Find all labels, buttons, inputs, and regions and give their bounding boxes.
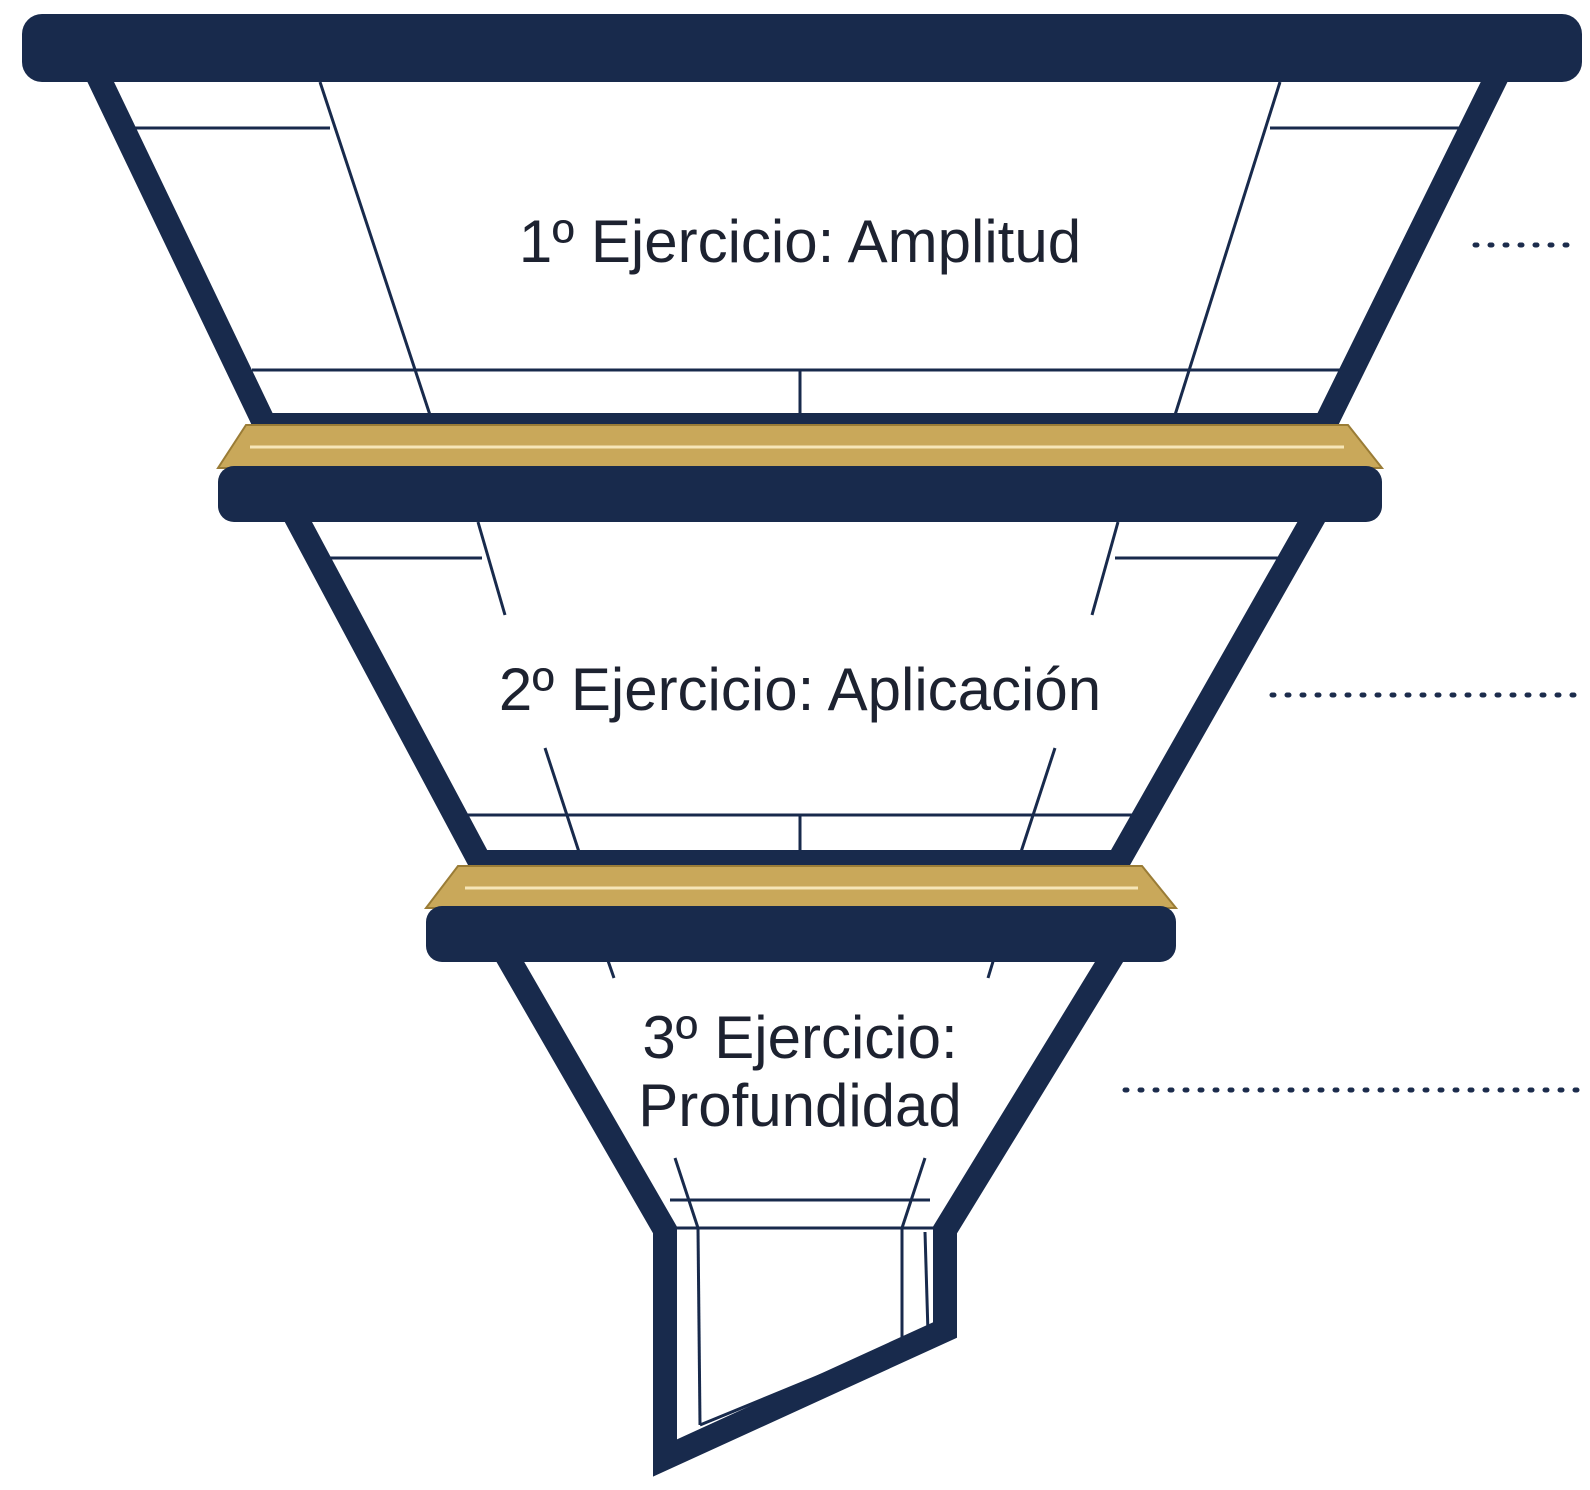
stage-2-inner-line (1018, 747, 1057, 856)
ring-1 (216, 424, 1385, 522)
stage-3-inner-line (673, 1157, 700, 1229)
top-rim-bar (22, 14, 1582, 82)
ring-2 (423, 865, 1179, 962)
stage-3-inner-line (699, 1340, 903, 1427)
stage-3-inner-line (900, 1157, 927, 1229)
stage-2-inner-line (543, 747, 582, 856)
stage-1-inner-line (1173, 81, 1282, 416)
stage-2-inner-line (476, 521, 507, 616)
stage-3-inner-line (696, 1227, 702, 1426)
stage-1-inner-line (318, 81, 432, 416)
stage-2-label: 2º Ejercicio: Aplicación (499, 656, 1101, 723)
ring-1-navy-band (218, 466, 1382, 522)
ring-2-navy-band (426, 906, 1176, 962)
stage-2-section: 2º Ejercicio: Aplicación (271, 498, 1339, 874)
stage-2-inner-line (1090, 521, 1120, 616)
stage-3-inner-line (923, 1231, 930, 1334)
stage-3-label-line2: Profundidad (638, 1072, 962, 1139)
stage-1-label: 1º Ejercicio: Amplitud (519, 208, 1081, 275)
stage-3-section: 3º Ejercicio: Profundidad (479, 932, 1142, 1477)
stage-3-label-line1: 3º Ejercicio: (642, 1004, 957, 1071)
stage-1-section: 1º Ejercicio: Amplitud (75, 58, 1520, 437)
